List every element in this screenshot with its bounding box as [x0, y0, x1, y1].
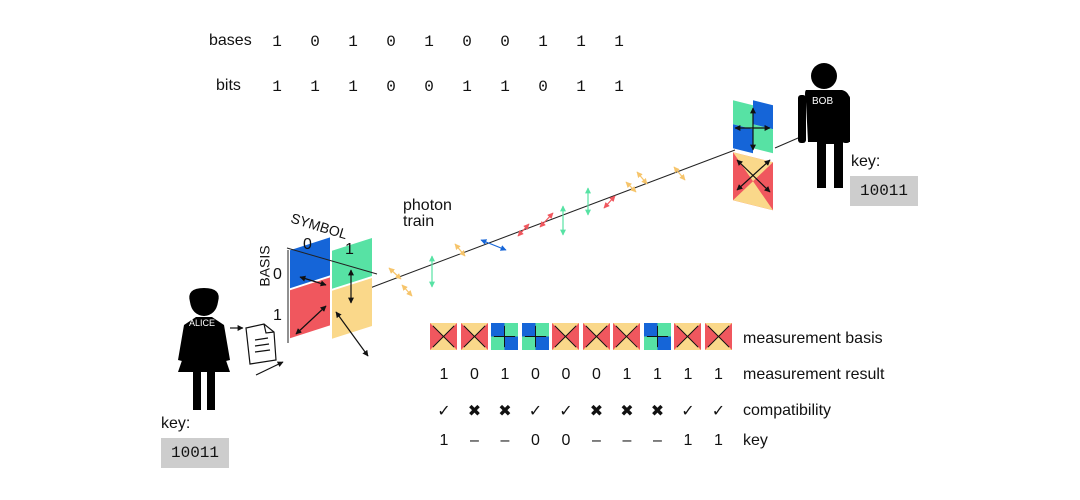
bob-key-label: key: — [851, 153, 881, 170]
bases-value: 0 — [386, 33, 396, 51]
diagonal-basis-icon — [613, 323, 640, 350]
cell-basis1-symbol1 — [332, 277, 372, 339]
bits-value: 1 — [614, 78, 624, 96]
rectilinear-basis-icon — [491, 323, 518, 350]
measurement-result-value: 1 — [439, 366, 449, 383]
compatibility-value: ✖ — [498, 403, 512, 420]
bits-value: 1 — [348, 78, 358, 96]
compatibility-value: ✖ — [589, 403, 604, 420]
symbol-0-label: 0 — [303, 236, 312, 253]
key-value: 0 — [561, 432, 571, 449]
key-value: – — [500, 432, 510, 449]
key-value: 0 — [531, 432, 540, 449]
measurement-result-value: 0 — [561, 366, 571, 383]
compatibility-value: ✖ — [620, 403, 634, 420]
diagonal-basis-icon — [460, 323, 488, 350]
key-value: – — [653, 432, 662, 449]
basis-1-label: 1 — [273, 307, 282, 324]
measurement-result-value: 1 — [622, 366, 632, 383]
measurement-result-value: 1 — [714, 366, 723, 383]
bits-row-label: bits — [216, 77, 241, 94]
bits-value: 0 — [424, 78, 434, 96]
key-value: – — [470, 432, 479, 449]
photon-train — [388, 166, 686, 297]
bits-value: 1 — [310, 78, 320, 96]
bits-value: 1 — [272, 78, 282, 96]
diagonal-basis-icon — [582, 323, 610, 350]
compatibility-value: ✖ — [650, 403, 665, 420]
compatibility-value: ✖ — [467, 403, 482, 420]
measurement-result-value: 1 — [500, 366, 510, 383]
diagonal-basis-icon — [704, 323, 732, 350]
horizontal-arrow — [299, 275, 327, 287]
measurement-basis-label: measurement basis — [743, 330, 883, 347]
bob-name: BOB — [812, 96, 834, 107]
measurement-result-value: 0 — [592, 366, 601, 383]
bits-value: 0 — [386, 78, 396, 96]
alice-key-value: 10011 — [161, 438, 230, 468]
measurement-result-value: 1 — [683, 366, 693, 383]
alice-figure — [178, 288, 230, 410]
compatibility-value: ✓ — [437, 403, 451, 420]
rectilinear-basis-icon — [521, 323, 549, 350]
symbol-1-label: 1 — [345, 241, 354, 258]
measurement-result-value: 0 — [470, 366, 479, 383]
basis-label: BASIS — [256, 245, 273, 287]
compatibility-value: ✓ — [711, 403, 726, 420]
bases-value: 1 — [348, 33, 358, 51]
bases-value: 0 — [310, 33, 320, 51]
bases-value: 1 — [272, 33, 282, 51]
alice-key-label: key: — [161, 415, 191, 432]
symbol-axis-line — [286, 247, 378, 275]
bases-value: 1 — [614, 33, 624, 51]
compatibility-value: ✓ — [681, 403, 695, 420]
bases-value: 0 — [462, 33, 472, 51]
bases-value: 1 — [424, 33, 434, 51]
bits-value: 1 — [576, 78, 586, 96]
bases-value: 1 — [538, 33, 548, 51]
key-value: – — [592, 432, 601, 449]
compatibility-label: compatibility — [743, 402, 832, 419]
bits-value: 1 — [462, 78, 472, 96]
diagonal-basis-icon — [674, 323, 701, 350]
basis-0-label: 0 — [273, 266, 282, 283]
cell-basis0-symbol0 — [290, 237, 330, 289]
key-value: 1 — [439, 432, 449, 449]
compatibility-value: ✓ — [528, 403, 543, 420]
key-value: – — [622, 432, 632, 449]
cell-basis0-symbol1 — [332, 237, 372, 289]
bob-key-value: 10011 — [850, 176, 919, 206]
photon-train-label: photon train — [403, 197, 452, 230]
measurement-result-label: measurement result — [743, 366, 885, 383]
diagonal-basis-icon — [552, 323, 579, 350]
bases-value: 1 — [576, 33, 586, 51]
compatibility-value: ✓ — [559, 403, 573, 420]
measurement-result-value: 1 — [653, 366, 662, 383]
bases-value: 0 — [500, 33, 510, 51]
diagonal-basis-icon — [430, 323, 457, 350]
key-value: 1 — [683, 432, 693, 449]
antidiagonal-arrow — [335, 311, 369, 357]
bits-value: 1 — [500, 78, 510, 96]
key-value: 1 — [714, 432, 723, 449]
diagonal-arrow — [295, 305, 327, 335]
bits-value: 0 — [538, 78, 548, 96]
bases-row-label: bases — [209, 32, 252, 49]
bob-figure — [798, 63, 850, 188]
key-label: key — [743, 432, 768, 449]
measurement-result-value: 0 — [531, 366, 540, 383]
document-icon — [245, 323, 277, 365]
alice-name: ALICE — [189, 318, 216, 328]
rectilinear-basis-icon — [643, 323, 671, 350]
doc-to-grid-arrow — [255, 361, 284, 376]
